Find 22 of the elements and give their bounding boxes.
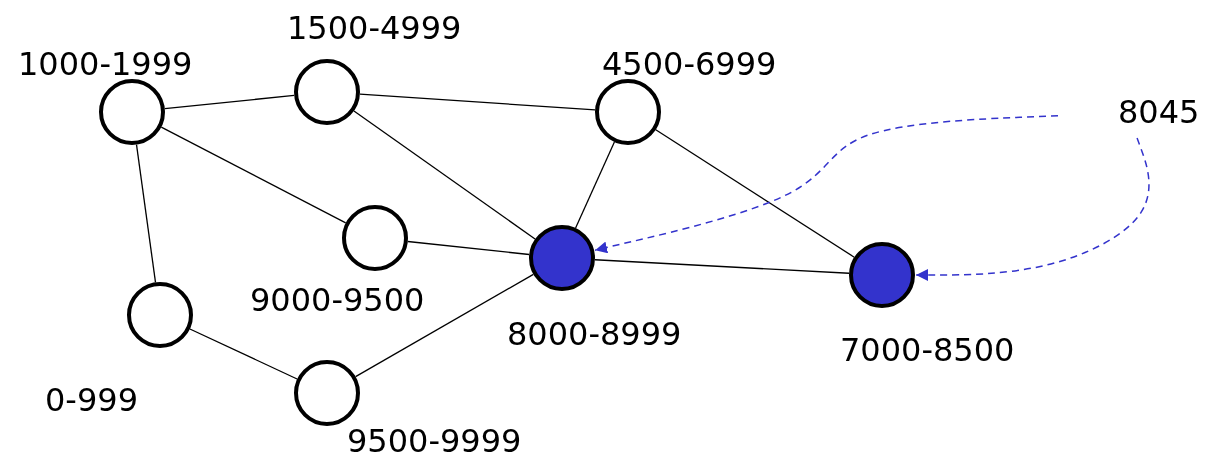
connector-line [160,126,347,224]
connector-line [574,141,616,229]
range-label: 0-999 [45,384,138,416]
connector-line [135,144,157,283]
range-label: 9000-9500 [250,284,425,316]
arrow [594,115,1059,254]
range-label: 9500-9999 [347,425,522,457]
connector-line [354,273,535,378]
connector-line [353,110,536,240]
connector-line [164,94,295,110]
connector-line [655,129,855,258]
range-label: 7000-8500 [840,334,1015,366]
connector-line [594,259,850,274]
range-label: 4500-6999 [602,48,777,80]
range-label: 8000-8999 [507,318,682,350]
connector-line [407,240,530,256]
connector-line [189,328,298,380]
connector-line [359,93,596,111]
key-label: 8045 [1118,96,1200,128]
arrow [915,137,1150,281]
range-label: 1000-1999 [18,48,193,80]
range-label: 1500-4999 [287,12,462,44]
